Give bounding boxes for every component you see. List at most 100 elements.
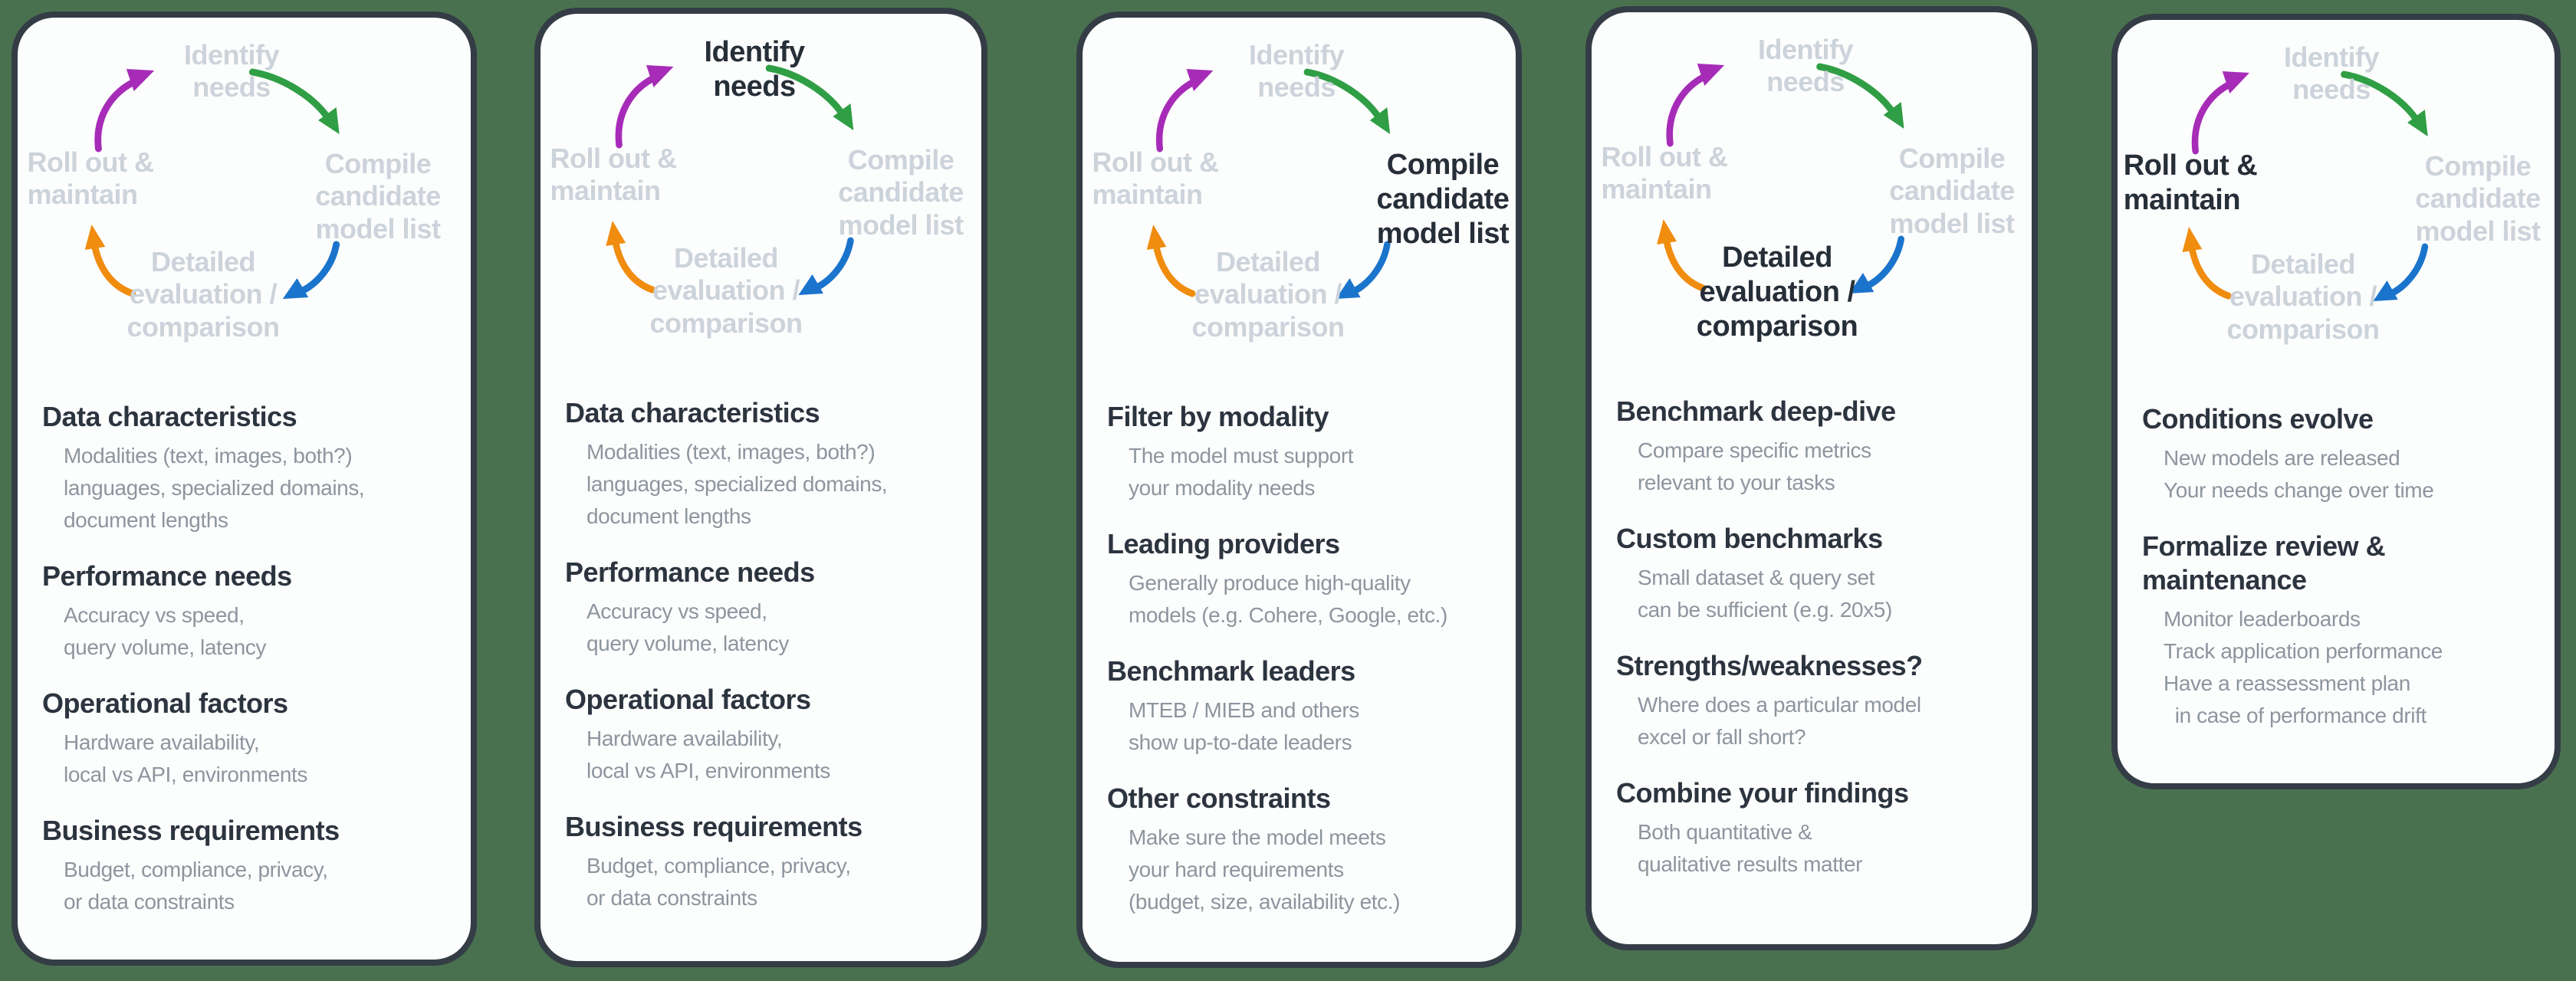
section-heading: Strengths/weaknesses? [1616,649,1923,681]
cycle-step-identify-needs: Identify needs [183,39,280,103]
section: Business requirements Budget, compliance… [565,810,975,914]
section-body: Generally produce high-quality models (e… [1129,570,1447,627]
cycle-step-roll-out-maintain: Roll out & maintain [27,146,154,211]
arrow-evaluate-to-rollout-head [84,225,106,250]
arrow-rollout-to-identify-head [1186,69,1214,91]
arrow-identify-to-compile [765,64,846,118]
arrow-identify-to-compile [1303,68,1383,122]
arrow-rollout-to-identify [1155,77,1201,153]
arrow-evaluate-to-rollout [613,241,656,294]
cycle-arrows [84,68,340,299]
cycle-step-detailed-evaluation-comparison: Detailed evaluation / comparison [1191,246,1345,343]
arrow-compile-to-evaluate [1862,235,1905,290]
section-body: Hardware availability, local vs API, env… [64,730,307,786]
arrow-rollout-to-identify-head [126,69,155,91]
card: Identify needs Compile candidate model l… [2111,14,2561,789]
cycle-step-compile-candidate-model-list: Compile candidate model list [2415,150,2541,247]
section-heading: Conditions evolve [2142,403,2374,435]
arrow-evaluate-to-rollout-head [1146,225,1167,250]
arrow-identify-to-compile-head [833,103,854,130]
section-body: Small dataset & query set can be suffici… [1638,565,1892,622]
arrow-compile-to-evaluate [1349,241,1391,296]
card-sections: Benchmark deep-dive Compare specific met… [1592,353,2032,881]
cycle-step-roll-out-maintain: Roll out & maintain [550,143,677,207]
section-heading: Benchmark deep-dive [1616,395,1896,427]
cycle-step-identify-needs: Identify needs [1248,39,1345,103]
section: Filter by modality The model must suppor… [1107,400,1510,504]
section: Data characteristics Modalities (text, i… [42,400,465,536]
card-sections: Data characteristics Modalities (text, i… [540,355,981,914]
cycle-step-detailed-evaluation-comparison: Detailed evaluation / comparison [127,246,280,343]
section: Benchmark leaders MTEB / MIEB and others… [1107,655,1510,759]
section-heading: Performance needs [42,559,292,592]
section-heading: Combine your findings [1616,776,1909,809]
cycle-diagram: Identify needs Compile candidate model l… [1592,12,2032,353]
arrow-identify-to-compile-head [1883,102,1904,129]
section-body: Monitor leaderboards Track application p… [2164,606,2443,727]
cycle-step-identify-needs: Identify needs [2283,41,2380,106]
arrow-rollout-to-identify [94,77,141,153]
section: Combine your findings Both quantitative … [1616,776,2026,881]
section: Benchmark deep-dive Compare specific met… [1616,395,2026,499]
card: Identify needs Compile candidate model l… [534,8,987,967]
section-heading: Leading providers [1107,527,1340,559]
section-heading: Filter by modality [1107,401,1329,432]
section-body: MTEB / MIEB and others show up-to-date l… [1129,697,1359,754]
section-heading: Operational factors [565,683,811,715]
cycle-arrows [2182,71,2429,301]
section-body: Modalities (text, images, both?) languag… [64,443,365,532]
section: Other constraints Make sure the model me… [1107,782,1510,918]
section-body: The model must support your modality nee… [1129,443,1354,500]
section: Custom benchmarks Small dataset & query … [1616,522,2026,626]
section-heading: Operational factors [42,687,288,719]
section-heading: Custom benchmarks [1616,522,1883,554]
section-body: Budget, compliance, privacy, or data con… [586,853,851,910]
section: Leading providers Generally produce high… [1107,527,1510,632]
section-body: Make sure the model meets your hard requ… [1129,825,1401,914]
card-sections: Data characteristics Modalities (text, i… [18,359,471,918]
section: Conditions evolve New models are release… [2142,402,2548,507]
cycle-step-detailed-evaluation-comparison: Detailed evaluation / comparison [649,242,803,339]
arrow-compile-to-evaluate [296,241,340,296]
section-body: Modalities (text, images, both?) languag… [586,439,888,528]
cycle-diagram: Identify needs Compile candidate model l… [1083,18,1516,359]
section-heading: Performance needs [565,556,815,588]
arrow-identify-to-compile [1816,63,1897,116]
section-body: Compare specific metrics relevant to you… [1638,438,1871,494]
arrow-evaluate-to-rollout [2189,248,2232,300]
arrow-compile-to-evaluate-head [1336,278,1361,299]
cycle-step-roll-out-maintain: Roll out & maintain [2123,149,2258,216]
arrow-compile-to-evaluate-head [798,274,823,295]
section-body: Accuracy vs speed, query volume, latency [586,599,789,655]
cycle-arrows [1657,63,1905,294]
section: Formalize review & maintenance Monitor l… [2142,530,2548,732]
arrow-evaluate-to-rollout [92,245,136,297]
arrow-identify-to-compile [248,68,332,122]
section-heading: Other constraints [1107,782,1331,814]
section: Performance needs Accuracy vs speed, que… [565,556,975,660]
card: Identify needs Compile candidate model l… [1585,6,2038,950]
cycle-step-compile-candidate-model-list: Compile candidate model list [1889,143,2015,239]
arrow-compile-to-evaluate-head [282,278,309,299]
arrow-identify-to-compile-head [2407,110,2428,136]
section-heading: Data characteristics [42,401,297,432]
card-sections: Filter by modality The model must suppor… [1083,359,1516,918]
cycle-diagram: Identify needs Compile candidate model l… [18,18,471,359]
section: Performance needs Accuracy vs speed, que… [42,559,465,664]
section-body: Hardware availability, local vs API, env… [586,726,830,783]
arrow-compile-to-evaluate-head [1848,273,1875,294]
card-sections: Conditions evolve New models are release… [2118,361,2555,732]
arrow-identify-to-compile-head [318,107,340,134]
cycle-step-compile-candidate-model-list: Compile candidate model list [1376,149,1510,250]
cycle-step-identify-needs: Identify needs [704,36,805,103]
cycle-arrows [1146,68,1391,299]
arrow-rollout-to-identify [1666,71,1711,147]
cycle-diagram: Identify needs Compile candidate model l… [2118,20,2555,361]
section: Data characteristics Modalities (text, i… [565,396,975,533]
arrow-compile-to-evaluate-head [2373,281,2398,301]
section-heading: Business requirements [42,814,340,846]
arrow-rollout-to-identify-head [2222,71,2249,94]
section-heading: Business requirements [565,810,863,842]
cycle-step-roll-out-maintain: Roll out & maintain [1092,146,1219,211]
section-heading: Benchmark leaders [1107,655,1355,687]
